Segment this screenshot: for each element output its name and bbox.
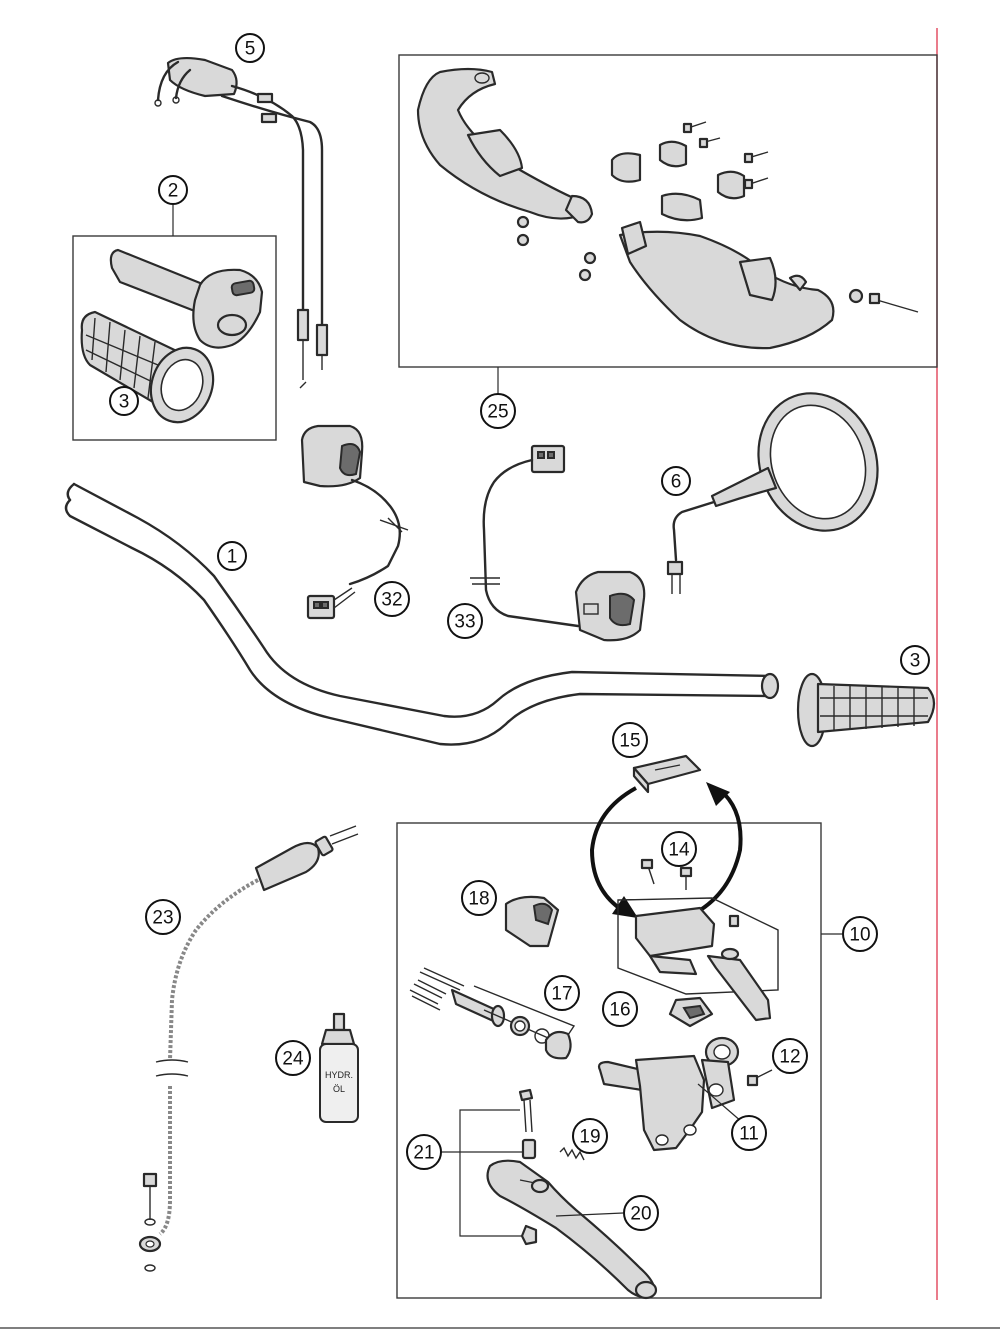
handguard-group-box — [398, 54, 938, 368]
svg-text:16: 16 — [609, 1000, 630, 1021]
handguard-set — [416, 67, 919, 350]
svg-text:20: 20 — [630, 1204, 651, 1225]
callout-2: 2 — [158, 175, 188, 205]
callout-5: 5 — [235, 33, 265, 63]
callout-12: 12 — [772, 1038, 808, 1074]
callout-33: 33 — [447, 603, 483, 639]
callout-6: 6 — [661, 466, 691, 496]
rubber-grip-right — [796, 672, 936, 748]
piston-kit — [409, 967, 576, 1060]
callout-24: 24 — [275, 1040, 311, 1076]
hydraulic-hose — [138, 825, 359, 1272]
cover-screws — [640, 858, 693, 890]
svg-text:14: 14 — [668, 840, 690, 861]
throttle-grip-housing — [109, 248, 264, 349]
svg-text:12: 12 — [779, 1047, 800, 1068]
throttle-group-box — [72, 235, 277, 441]
throttle-cable-assembly — [154, 56, 329, 389]
master-cylinder-body — [597, 1036, 740, 1152]
svg-text:6: 6 — [671, 472, 682, 493]
svg-text:17: 17 — [551, 984, 572, 1005]
callout-21: 21 — [406, 1134, 442, 1170]
callout-3-right: 3 — [900, 645, 930, 675]
svg-text:32: 32 — [381, 590, 402, 611]
mirror — [666, 392, 879, 594]
callout-leaders — [172, 205, 842, 1217]
svg-text:10: 10 — [849, 925, 870, 946]
callout-1: 1 — [217, 541, 247, 571]
svg-text:21: 21 — [413, 1143, 434, 1164]
callout-16: 16 — [602, 991, 638, 1027]
svg-text:5: 5 — [245, 39, 256, 60]
callout-11: 11 — [731, 1115, 767, 1151]
callout-19: 19 — [572, 1118, 608, 1154]
handlebar — [64, 482, 780, 746]
clamp-bolt — [746, 1069, 773, 1087]
callout-23: 23 — [145, 899, 181, 935]
svg-text:15: 15 — [619, 731, 640, 752]
svg-text:25: 25 — [487, 402, 508, 423]
reservoir-gasket — [668, 996, 714, 1028]
svg-text:11: 11 — [739, 1124, 759, 1145]
callout-20: 20 — [623, 1195, 659, 1231]
svg-text:24: 24 — [282, 1049, 304, 1070]
clutch-lever — [486, 1159, 658, 1300]
callout-25: 25 — [480, 393, 516, 429]
callout-15: 15 — [612, 722, 648, 758]
hydraulic-oil-bottle: HYDR. ÖL — [319, 1012, 359, 1123]
master-cylinder-assembly — [617, 897, 779, 1022]
callout-10: 10 — [842, 916, 878, 952]
svg-text:2: 2 — [168, 181, 179, 202]
callout-14: 14 — [661, 831, 697, 867]
lever-bracket — [504, 895, 560, 948]
callout-18: 18 — [461, 880, 497, 916]
callout-3-left: 3 — [109, 386, 139, 416]
rubber-grip-left — [80, 310, 215, 424]
svg-text:1: 1 — [227, 547, 238, 568]
svg-text:19: 19 — [579, 1127, 600, 1148]
right-switch-with-cable — [470, 444, 646, 642]
svg-text:3: 3 — [910, 651, 921, 672]
pivot-parts-bracket — [459, 1088, 538, 1246]
clutch-master-cylinder-box — [396, 822, 822, 1299]
svg-text:23: 23 — [152, 908, 173, 929]
svg-text:3: 3 — [119, 392, 130, 413]
assembly-arrows — [589, 782, 743, 918]
lever-spring — [559, 1146, 585, 1161]
bottle-label-line1: HYDR. — [325, 1070, 353, 1080]
left-switch-with-cable — [300, 424, 409, 620]
reservoir-cover — [632, 754, 702, 794]
svg-text:18: 18 — [468, 889, 489, 910]
callout-17: 17 — [544, 975, 580, 1011]
bottle-label-line2: ÖL — [333, 1084, 345, 1094]
svg-text:33: 33 — [454, 612, 475, 633]
callout-32: 32 — [374, 581, 410, 617]
